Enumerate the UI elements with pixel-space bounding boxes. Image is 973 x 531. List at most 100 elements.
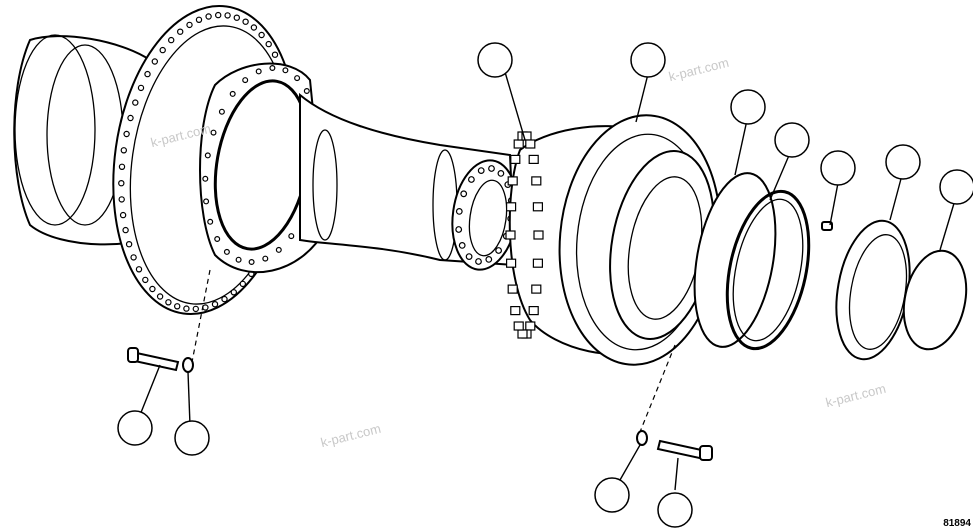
gear-tooth xyxy=(506,202,517,212)
gear-tooth xyxy=(528,306,539,316)
washer-right xyxy=(636,430,648,446)
seal-ring xyxy=(725,189,811,351)
drawing-code: 81894 xyxy=(943,518,971,529)
callout-o-ring-small xyxy=(939,169,973,205)
bolt-hole xyxy=(233,14,240,21)
gear-tooth xyxy=(513,321,524,331)
bolt-hole xyxy=(130,254,137,261)
bolt-hole xyxy=(258,31,265,39)
bolt-hole xyxy=(488,165,495,172)
bolt-hole xyxy=(294,75,301,82)
bolt-hole xyxy=(235,256,242,263)
bolt-hole xyxy=(203,198,210,205)
bolt-hole xyxy=(173,303,181,310)
bolt-hole xyxy=(485,256,493,263)
callout-bearing-cover xyxy=(885,144,921,180)
housing-gear-teeth xyxy=(505,131,544,339)
callout-bolt-left xyxy=(117,410,153,446)
bolt-hole xyxy=(210,129,217,136)
bolt-right xyxy=(656,439,713,461)
bolt-hole xyxy=(303,87,310,94)
o-ring-small xyxy=(902,249,968,351)
bolt-hole xyxy=(455,226,463,233)
gear-tooth xyxy=(525,139,536,149)
bolt-hole xyxy=(118,163,126,170)
alignment-line-left xyxy=(191,269,211,363)
bolt-hole xyxy=(151,58,158,65)
bolt-hole xyxy=(455,207,463,215)
gear-tooth xyxy=(531,176,542,186)
gear-tooth xyxy=(510,306,521,316)
bolt-hole xyxy=(255,68,262,75)
bolt-hole xyxy=(119,211,127,219)
callout-planetary-housing xyxy=(477,42,513,78)
bolt-hole xyxy=(123,130,130,138)
bolt-hole xyxy=(207,218,214,225)
bolt-hole xyxy=(142,276,149,284)
bolt-hole xyxy=(248,259,255,266)
bolt-hole xyxy=(118,196,125,203)
bolt-hole xyxy=(204,152,211,159)
gear-tooth xyxy=(533,230,544,240)
bolt-hole xyxy=(125,240,133,248)
bolt-hole xyxy=(183,305,190,312)
bolt-hole xyxy=(144,70,151,78)
alignment-line-right xyxy=(639,344,676,433)
bolt-hole xyxy=(118,179,125,187)
bolt-hole xyxy=(229,90,236,97)
bolt-hole xyxy=(271,51,279,58)
bolt-hole xyxy=(165,299,172,306)
bolt-hole xyxy=(242,18,249,25)
bolt-hole xyxy=(195,16,203,23)
bolt-hole xyxy=(149,285,156,293)
callout-o-ring-large xyxy=(730,89,766,125)
bolt-hole xyxy=(156,293,164,300)
gear-tooth xyxy=(507,284,518,294)
bolt-hole xyxy=(468,176,475,183)
bolt-hole xyxy=(122,226,129,234)
callout-washer-left xyxy=(174,420,210,456)
bolt-hole xyxy=(192,305,199,313)
bolt-hole xyxy=(223,248,230,255)
bolt-hole xyxy=(230,289,237,296)
bolt-hole xyxy=(288,233,295,240)
bolt-hole xyxy=(269,64,276,71)
bolt-hole xyxy=(202,175,209,182)
bolt-hole xyxy=(214,11,222,19)
bolt-hole xyxy=(186,21,193,29)
bolt-hole xyxy=(132,99,139,106)
gear-tooth xyxy=(510,154,521,164)
bolt-hole xyxy=(460,190,468,198)
bolt-hole xyxy=(218,108,225,115)
callout-ring-gear xyxy=(630,42,666,78)
bolt-hole xyxy=(275,246,282,253)
bolt-hole xyxy=(135,266,143,273)
bolt-hole xyxy=(159,46,166,54)
gear-tooth xyxy=(528,154,539,164)
bolt-hole xyxy=(250,24,258,31)
planetary-housing xyxy=(505,114,722,366)
gear-tooth xyxy=(507,176,518,186)
gear-tooth xyxy=(517,329,528,339)
bolt-hole xyxy=(239,280,246,288)
bolt-hole xyxy=(205,13,212,20)
bolt-hole xyxy=(265,40,272,48)
gear-tooth xyxy=(525,321,536,331)
bolt-hole xyxy=(221,295,228,303)
bolt-hole xyxy=(497,169,505,177)
bolt-hole xyxy=(475,258,482,265)
bolt-hole xyxy=(282,67,289,74)
bolt-hole xyxy=(262,255,269,262)
bolt-hole xyxy=(465,253,473,261)
callout-plug xyxy=(820,150,856,186)
gear-tooth xyxy=(513,139,524,149)
bolt-hole xyxy=(127,114,134,122)
bolt-hole xyxy=(120,147,128,154)
gear-tooth xyxy=(532,258,544,268)
gear-tooth xyxy=(532,202,544,212)
callout-washer-right xyxy=(594,477,630,513)
bolt-hole xyxy=(214,236,221,243)
washer-left xyxy=(182,357,194,373)
bolt-hole xyxy=(167,36,175,44)
